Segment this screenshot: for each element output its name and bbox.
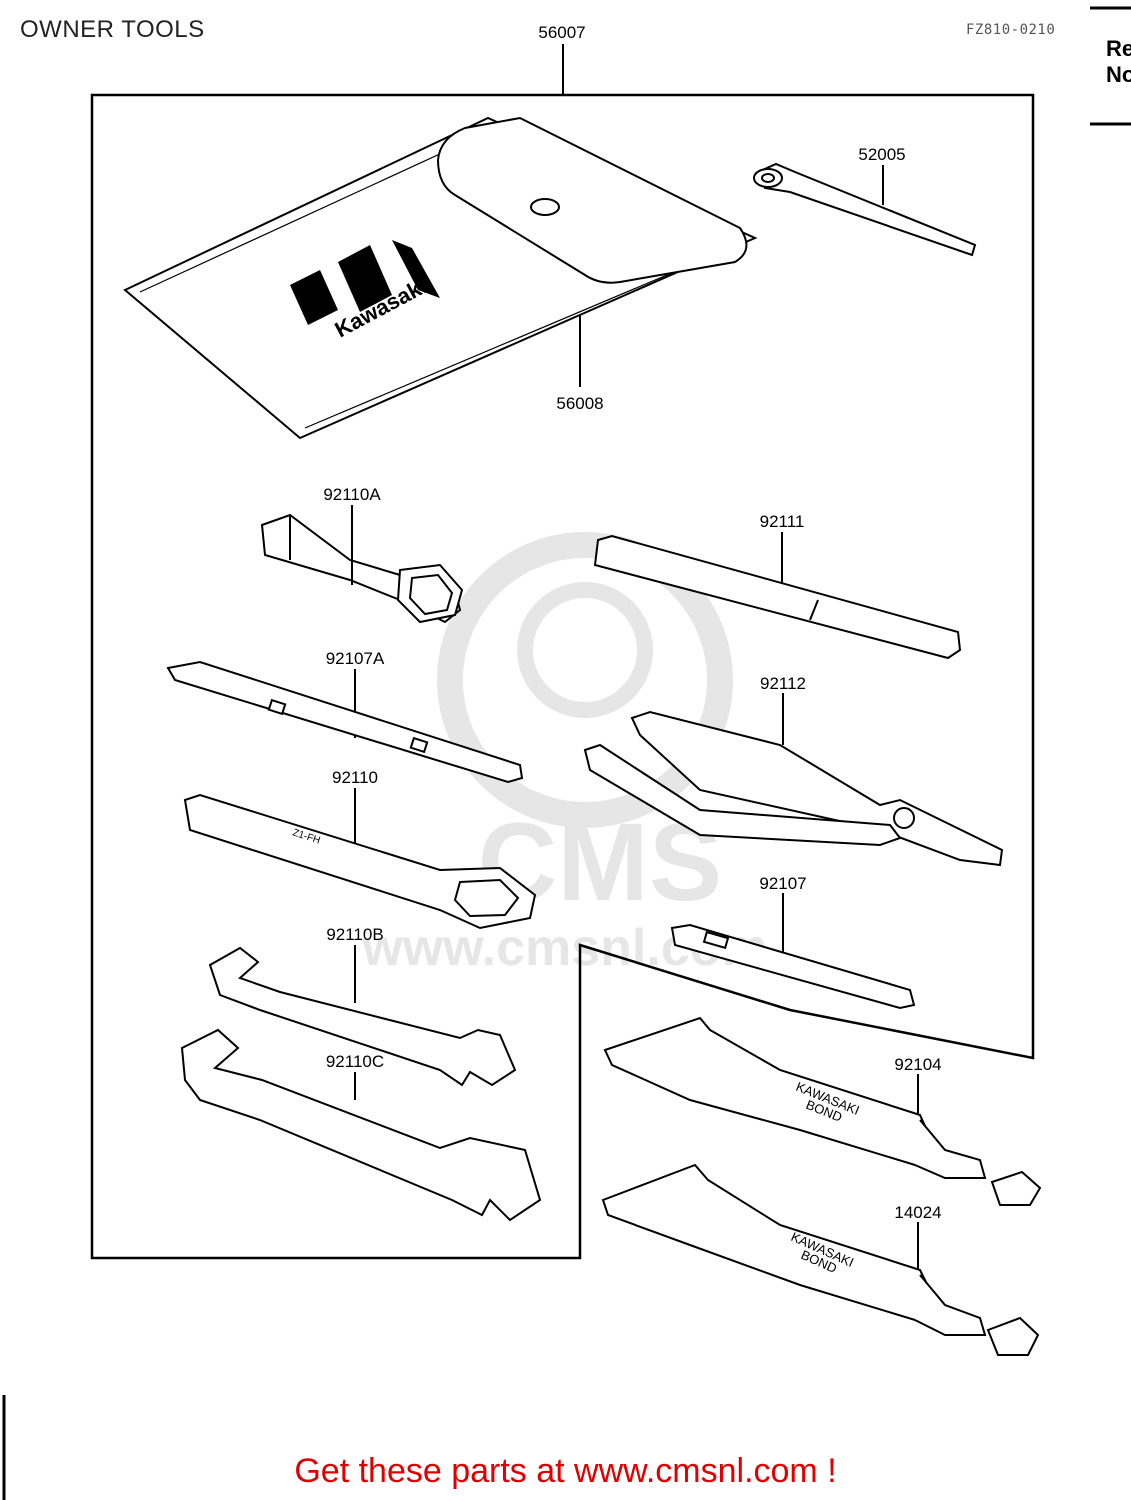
part-label-92110C: 92110C: [326, 1052, 384, 1071]
pliers-92112: [583, 710, 1004, 867]
box-wrench-92110: Z1-FH: [183, 793, 537, 930]
page-title: OWNER TOOLS: [20, 16, 205, 43]
part-label-92110: 92110: [332, 768, 378, 787]
part-label-92111: 92111: [760, 512, 805, 531]
screwdriver-92107: [670, 923, 916, 1010]
part-label-92112: 92112: [760, 674, 806, 693]
part-label-92110B: 92110B: [326, 925, 383, 944]
open-wrench-92110B: [208, 946, 517, 1087]
part-label-52005: 52005: [858, 145, 905, 164]
part-label-92104: 92104: [894, 1055, 941, 1074]
side-label-line1: Re: [1106, 36, 1131, 61]
page-rules: [2, 6, 1131, 1500]
bond-tube-92104: KAWASAKI BOND: [603, 1016, 1042, 1206]
part-label-92110A: 92110A: [323, 485, 381, 504]
part-label-56007: 56007: [538, 23, 585, 42]
part-label-92107A: 92107A: [326, 649, 385, 668]
screwdriver-92107A: [166, 660, 524, 784]
part-label-56008: 56008: [556, 394, 603, 413]
footer-promo-text: Get these parts at www.cmsnl.com !: [294, 1452, 837, 1490]
part-label-14024: 14024: [894, 1203, 941, 1222]
socket-92110A: [260, 513, 464, 624]
drawing-code: FZ810-0210: [966, 22, 1056, 38]
open-wrench-92110C: [180, 1028, 542, 1222]
side-label-line2: No: [1106, 62, 1131, 87]
handle-92111: [593, 534, 962, 660]
bond-tube-14024: KAWASAKI BOND: [601, 1163, 1040, 1356]
tool-52005: [753, 162, 977, 257]
kit-boundary-frame: [90, 93, 1035, 1260]
part-number-labels: 56007 52005 56008 92110A 92111 92107A 92…: [323, 23, 941, 1222]
part-label-92107: 92107: [759, 874, 806, 893]
tool-pouch-56008: Kawasaki: [123, 116, 758, 440]
